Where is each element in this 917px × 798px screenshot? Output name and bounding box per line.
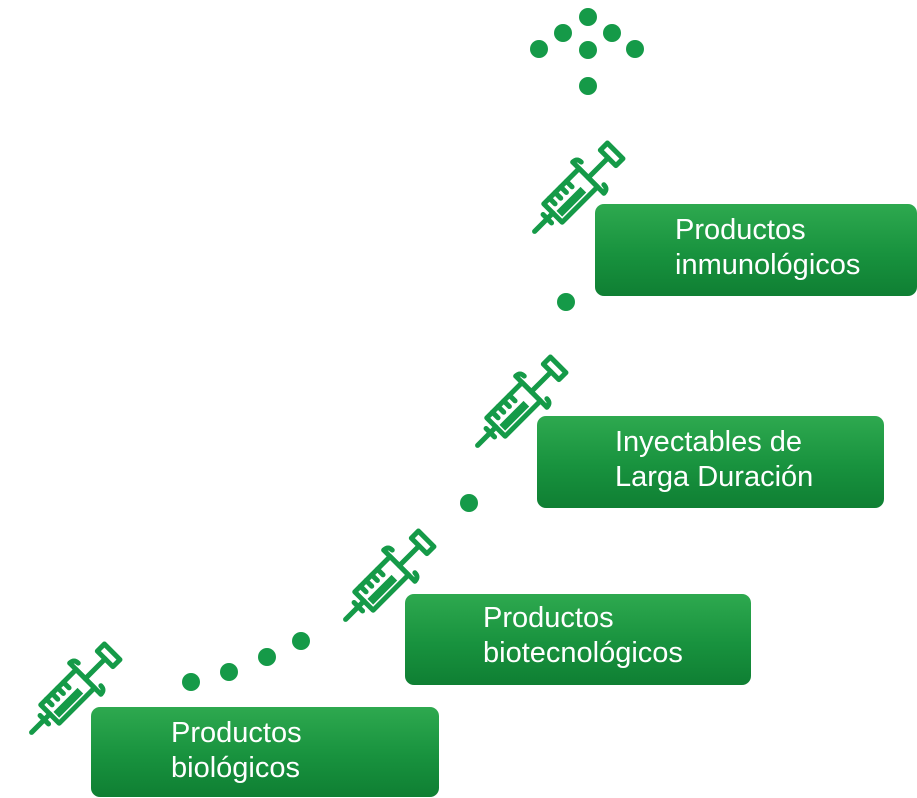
burst-dot	[530, 40, 548, 58]
path-dot	[292, 632, 310, 650]
step-box-inmunologicos: Productos inmunológicos	[595, 204, 917, 296]
step-box-biologicos: Productos biológicos	[91, 707, 439, 797]
path-dot	[182, 673, 200, 691]
step-box-inyectables: Inyectables de Larga Duración	[537, 416, 884, 508]
syringe-icon	[513, 125, 641, 253]
burst-dot	[579, 8, 597, 26]
burst-dot	[603, 24, 621, 42]
step-label-line1: Productos	[171, 717, 302, 749]
syringe-icon	[324, 513, 452, 641]
burst-dot	[626, 40, 644, 58]
syringe-icon	[456, 339, 584, 467]
burst-dot	[579, 77, 597, 95]
step-label-line1: Inyectables de	[615, 426, 803, 458]
step-label-line1: Productos	[675, 214, 806, 246]
syringe-icon	[10, 626, 138, 754]
burst-dot	[579, 41, 597, 59]
path-dot	[220, 663, 238, 681]
step-box-biotecnologicos: Productos biotecnológicos	[405, 594, 751, 685]
step-label-line2: biológicos	[171, 752, 300, 784]
step-label-line1: Productos	[483, 602, 614, 634]
step-label-line2: inmunológicos	[675, 249, 861, 281]
path-dot	[258, 648, 276, 666]
step-label-line2: Larga Duración	[615, 461, 814, 493]
path-dot	[460, 494, 478, 512]
burst-dot	[554, 24, 572, 42]
step-label-line2: biotecnológicos	[483, 637, 683, 669]
path-dot	[557, 293, 575, 311]
